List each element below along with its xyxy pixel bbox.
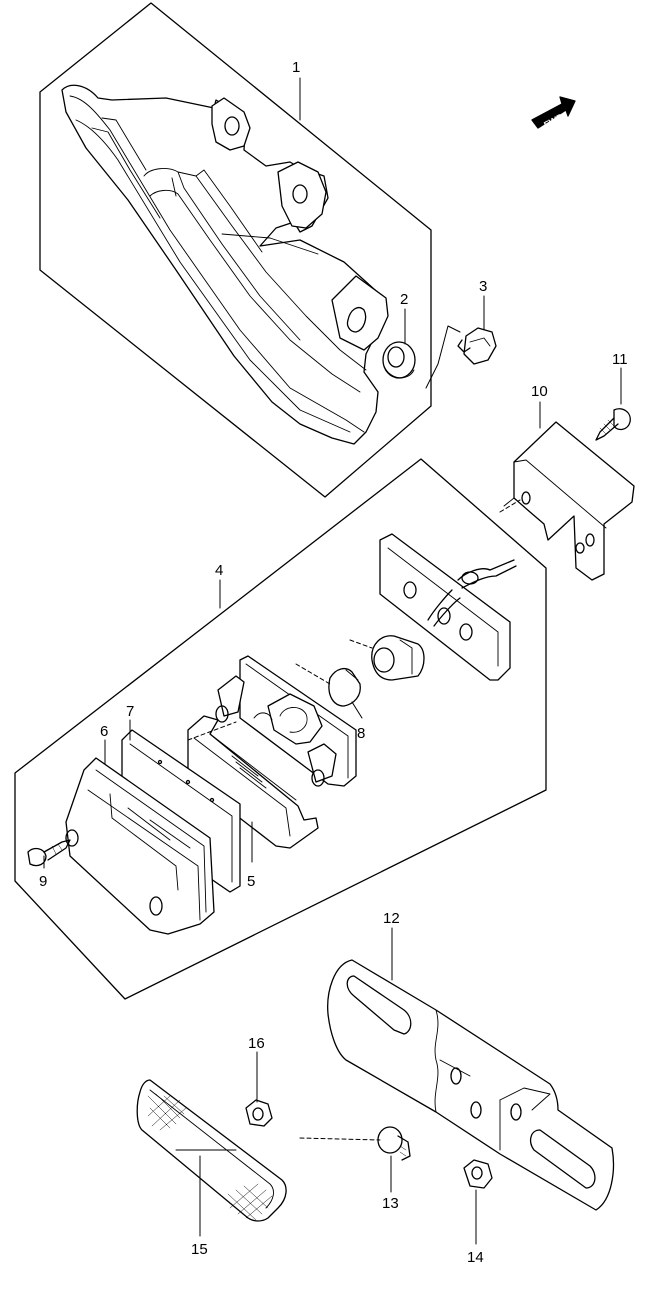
reflector (136, 1079, 287, 1222)
callout-9: 9 (39, 873, 47, 890)
callout-numbers: 1 2 3 4 5 6 7 8 9 10 11 12 13 14 15 16 (39, 59, 628, 1266)
lamp-lens (187, 715, 319, 849)
lamp-screw (27, 839, 71, 867)
callout-2: 2 (400, 291, 408, 308)
bracket-bolt (377, 1126, 411, 1161)
callout-8: 8 (357, 725, 365, 742)
callout-13: 13 (382, 1195, 399, 1212)
grommet (382, 341, 416, 379)
callout-10: 10 (531, 383, 548, 400)
callout-3: 3 (479, 278, 487, 295)
group-box-license-lamp (14, 458, 547, 1000)
tapping-screw (595, 408, 631, 441)
lamp-housing (215, 655, 357, 787)
flange-bolt (457, 327, 497, 365)
reflector-nut (245, 1099, 273, 1127)
tail-lamp-housing (61, 84, 389, 445)
bulb (328, 667, 361, 707)
license-lamp-lens (65, 757, 215, 935)
callout-14: 14 (467, 1249, 484, 1266)
callout-5: 5 (247, 873, 255, 890)
callout-6: 6 (100, 723, 108, 740)
callout-11: 11 (612, 351, 628, 368)
callout-16: 16 (248, 1035, 265, 1052)
reflector-hatching (147, 1093, 273, 1221)
group-box-tail-lamp (39, 2, 432, 498)
bracket-nut (463, 1159, 493, 1189)
license-lamp-bracket (503, 421, 635, 581)
leader-lines (43, 77, 622, 1245)
bulb-socket (371, 635, 425, 681)
fwd-arrow-icon: FWD (531, 96, 576, 130)
lamp-base-plate (379, 533, 517, 681)
license-plate-bracket (327, 959, 615, 1211)
callout-15: 15 (191, 1241, 208, 1258)
callout-7: 7 (126, 703, 134, 720)
callout-12: 12 (383, 910, 400, 927)
callout-4: 4 (215, 562, 223, 579)
callout-1: 1 (292, 59, 300, 76)
